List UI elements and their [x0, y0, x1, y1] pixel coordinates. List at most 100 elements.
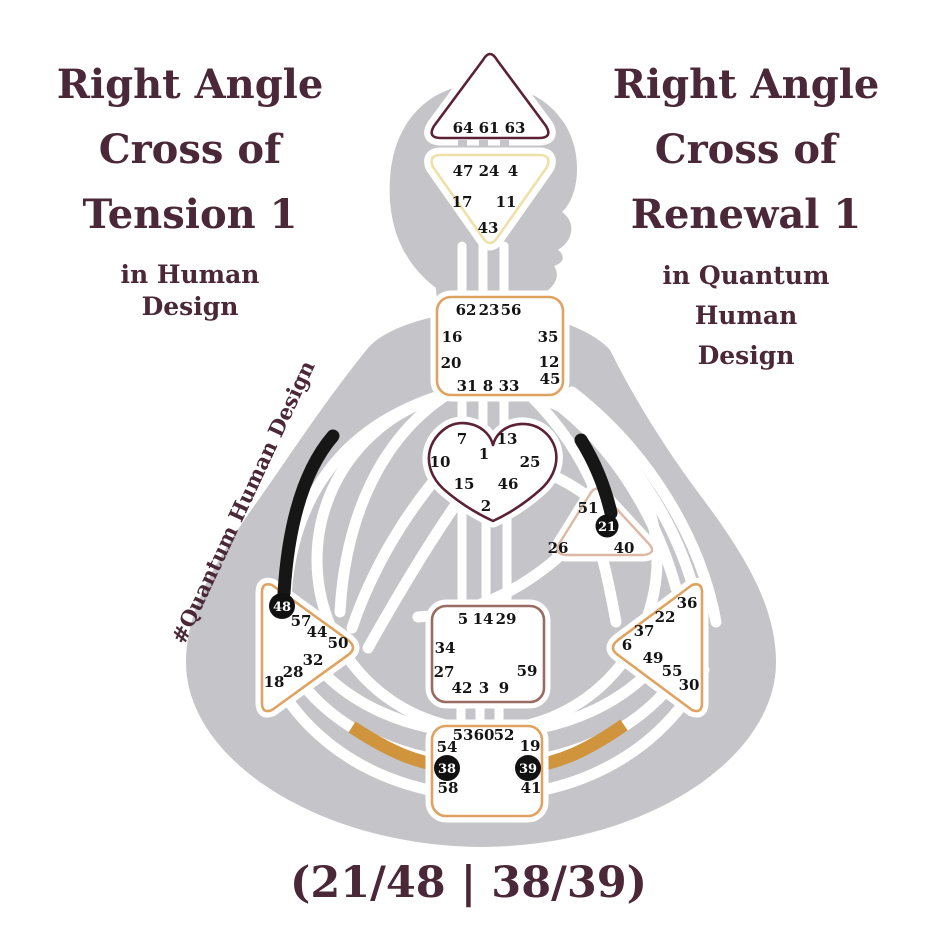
gate-61: 61 — [479, 119, 500, 137]
gate-39: 39 — [519, 762, 537, 777]
gate-24: 24 — [479, 162, 500, 180]
defined-gate-48-circle — [269, 593, 295, 619]
gate-62: 62 — [456, 301, 477, 319]
left-title-line: Right Angle — [56, 61, 324, 108]
channel-line — [550, 386, 703, 608]
left-title-subtitle: in Human Design — [28, 259, 352, 323]
gate-1: 1 — [479, 445, 489, 463]
gate-42: 42 — [452, 679, 473, 697]
gate-27: 27 — [434, 663, 455, 681]
gate-10: 10 — [430, 453, 451, 471]
left-title: Right Angle Cross of Tension 1 in Human … — [28, 52, 352, 323]
sacral-center-shape — [425, 599, 551, 709]
cross-notation: (21/48 | 38/39) — [289, 858, 648, 908]
gate-50: 50 — [328, 634, 349, 652]
solar-plexus-center-shape — [606, 577, 709, 718]
gate-58: 58 — [438, 779, 459, 797]
gate-2: 2 — [481, 497, 491, 515]
gate-41: 41 — [521, 779, 542, 797]
gate-15: 15 — [454, 475, 475, 493]
right-title-subline: Design — [697, 341, 795, 370]
throat-center-shape — [430, 290, 570, 402]
gate-49: 49 — [643, 649, 664, 667]
left-title-line: Cross of — [98, 126, 282, 173]
gate-53: 53 — [453, 726, 474, 744]
gate-38: 38 — [438, 762, 456, 777]
gate-37: 37 — [634, 622, 655, 640]
gate-47: 47 — [453, 162, 474, 180]
defined-gate-38-circle — [434, 755, 460, 781]
gate-20: 20 — [441, 354, 462, 372]
gate-4: 4 — [508, 162, 518, 180]
gate-30: 30 — [679, 676, 700, 694]
gate-35: 35 — [538, 328, 559, 346]
gate-11: 11 — [496, 193, 517, 211]
defined-gate-39-circle — [515, 755, 541, 781]
gate-63: 63 — [505, 119, 526, 137]
right-title-line: Cross of — [654, 126, 838, 173]
right-title-subline: in Quantum — [662, 261, 830, 290]
centers — [255, 46, 709, 823]
g-center-shape — [422, 416, 563, 528]
gate-51: 51 — [578, 499, 599, 517]
gate-9: 9 — [499, 679, 509, 697]
right-title-line: Renewal 1 — [630, 191, 862, 238]
channel-line — [362, 484, 472, 654]
gate-numbers: 64 61 63 47 24 4 17 11 43 62 23 56 16 20… — [264, 119, 700, 797]
gate-6: 6 — [622, 636, 632, 654]
right-title-line: Right Angle — [612, 61, 880, 108]
black-defined-channels — [277, 429, 618, 600]
gate-52: 52 — [494, 726, 515, 744]
gate-33: 33 — [499, 377, 520, 395]
black-channel-gate-21 — [574, 433, 618, 520]
gate-21: 21 — [598, 520, 616, 535]
channel-line — [334, 382, 464, 618]
gate-29: 29 — [496, 610, 517, 628]
gate-22: 22 — [655, 608, 676, 626]
gate-44: 44 — [307, 623, 328, 641]
left-title-line: Tension 1 — [82, 191, 298, 238]
gate-36: 36 — [677, 594, 698, 612]
gate-23: 23 — [479, 301, 500, 319]
gate-48: 48 — [273, 600, 291, 615]
channel-line — [524, 389, 601, 496]
defined-gate-21-circle — [595, 514, 619, 538]
gate-19: 19 — [520, 737, 541, 755]
gate-56: 56 — [501, 301, 522, 319]
gate-14: 14 — [473, 610, 494, 628]
right-title-subtitle: in Quantum Human Design — [576, 256, 916, 376]
head-center-shape — [424, 46, 556, 146]
channel-line — [596, 550, 622, 628]
gate-60: 60 — [474, 726, 495, 744]
gate-3: 3 — [479, 679, 489, 697]
gate-18: 18 — [264, 673, 285, 691]
gate-16: 16 — [442, 328, 463, 346]
gate-54: 54 — [437, 738, 458, 756]
gate-55: 55 — [662, 662, 683, 680]
gate-43: 43 — [478, 219, 499, 237]
ajna-center-shape — [424, 147, 556, 251]
gate-13: 13 — [497, 430, 518, 448]
gate-34: 34 — [435, 639, 456, 657]
black-channel-gate-48 — [277, 429, 340, 600]
channel-line — [566, 386, 722, 628]
gate-5: 5 — [458, 610, 468, 628]
left-title-subline: in Human — [120, 260, 260, 289]
gate-12: 12 — [539, 353, 560, 371]
gate-64: 64 — [453, 119, 474, 137]
channel-line — [534, 386, 682, 594]
right-title: Right Angle Cross of Renewal 1 in Quantu… — [576, 52, 916, 376]
gate-26: 26 — [548, 539, 569, 557]
gate-59: 59 — [517, 662, 538, 680]
gate-46: 46 — [498, 475, 519, 493]
gate-17: 17 — [452, 193, 473, 211]
gate-31: 31 — [457, 377, 478, 395]
head-ajna-connectors — [458, 140, 509, 154]
gate-40: 40 — [614, 539, 635, 557]
gate-25: 25 — [520, 453, 541, 471]
channel-line — [346, 464, 449, 634]
gate-8: 8 — [483, 377, 493, 395]
root-center-shape — [425, 719, 549, 823]
